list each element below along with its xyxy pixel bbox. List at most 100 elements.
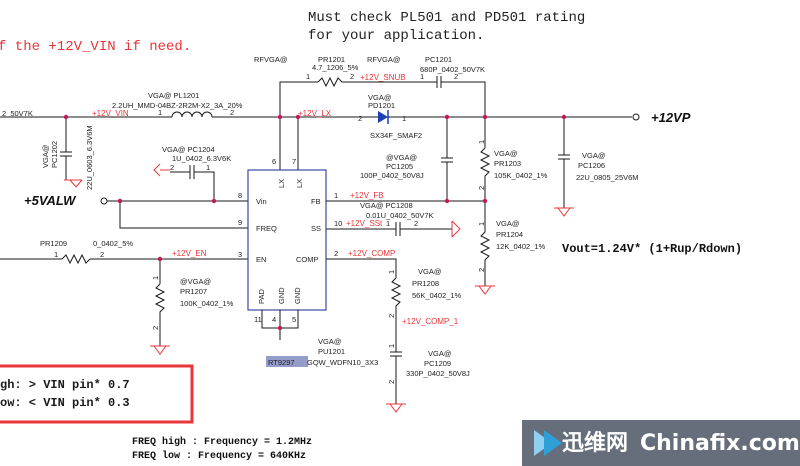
pr1207-symbol — [150, 283, 170, 355]
top-note-line2: for your application. — [308, 28, 484, 44]
watermark-en: Chinafix.com — [640, 431, 800, 456]
pr1204-prefix: VGA@ — [496, 219, 519, 228]
pin-ic-7: 7 — [292, 157, 296, 166]
pl1201-prefix: VGA@ PL1201 — [148, 91, 199, 100]
net-comp: +12V_COMP — [348, 249, 395, 258]
pin-pl1201-1: 1 — [158, 108, 162, 117]
ic-pin-en: EN — [256, 255, 266, 264]
pc1206-symbol — [554, 154, 574, 217]
pin-ic-2-comp: 2 — [334, 249, 338, 258]
ic-pin-pad: PAD — [257, 289, 266, 304]
net-fb: +12V_FB — [350, 191, 384, 200]
pl1201-value: 2.2UH_MMD-04BZ-2R2M-X2_3A_20% — [112, 101, 243, 110]
pu1201-prefix: VGA@ — [318, 337, 341, 346]
pr1209-ref: PR1209 — [40, 239, 67, 248]
pc1204-value: 1U_0402_6.3V6K — [172, 154, 231, 163]
ic-pin-fb: FB — [311, 197, 321, 206]
pc1205-prefix: @VGA@ — [386, 153, 417, 162]
pc1209-value: 330P_0402_50V8J — [406, 369, 470, 378]
pin-pr1201-2: 2 — [350, 72, 354, 81]
pr1201-prefix: RFVGA@ — [254, 55, 287, 64]
pc1202-value: 22U_0603_6.3V6M — [85, 125, 94, 190]
pin-pc1204-2: 2 — [170, 163, 174, 172]
pin-pr1203-1: 1 — [477, 140, 486, 144]
pr1207-value: 100K_0402_1% — [180, 299, 234, 308]
pin-pc1204-1: 1 — [206, 163, 210, 172]
top-rail-drops — [279, 117, 565, 170]
ic-pu1201-body — [247, 169, 327, 311]
ic-pin-vin: Vin — [256, 197, 267, 206]
v12vp-arrow — [632, 113, 640, 121]
pr1208-value: 56K_0402_1% — [412, 291, 462, 300]
freq-low-note: FREQ low : Frequency = 640KHz — [132, 450, 306, 462]
fb-row-wires — [326, 176, 485, 202]
pr1208-prefix: VGA@ — [418, 267, 441, 276]
net-snub: +12V_SNUB — [360, 73, 406, 82]
pc1205-ref: PC1205 — [386, 162, 413, 171]
pr1201-ref: PR1201 — [318, 55, 345, 64]
pin-pr1204-2: 2 — [477, 268, 486, 272]
threshold-low: ow: < VIN pin* 0.3 — [0, 396, 130, 410]
pin-pr1209-1: 1 — [54, 250, 58, 259]
left-partial-value: 2_50V7K — [2, 109, 33, 118]
v12vp-label: +12VP — [651, 110, 691, 125]
pd1201-symbol — [345, 110, 632, 124]
pin-pr1208-1: 1 — [387, 270, 396, 274]
pin-ic-5: 5 — [292, 315, 296, 324]
pd1201-value: SX34F_SMAF2 — [370, 131, 422, 140]
pd1201-prefix: VGA@ — [368, 93, 391, 102]
pc1204-symbol — [153, 163, 215, 201]
pin-pr1208-2: 2 — [387, 314, 396, 318]
pc1206-ref: PC1206 — [578, 161, 605, 170]
pu1201-value-a: RT9297 — [268, 358, 295, 367]
pin-ic-10: 10 — [334, 219, 342, 228]
pu1201-ref: PU1201 — [318, 347, 345, 356]
vout-formula: Vout=1.24V* (1+Rup/Rdown) — [562, 242, 742, 256]
pr1201-value: 4.7_1206_5% — [312, 63, 359, 72]
pr1203-value: 105K_0402_1% — [494, 171, 548, 180]
pin-pd1201-2: 2 — [358, 114, 362, 123]
pin-pr1201-1: 1 — [306, 72, 310, 81]
threshold-high: gh: > VIN pin* 0.7 — [0, 378, 130, 392]
vin-row-wires — [0, 111, 345, 130]
pc1208-prefix: VGA@ PC1208 — [360, 201, 413, 210]
pc1202-symbol — [60, 130, 83, 188]
pc1208-value: 0.01U_0402_50V7K — [366, 211, 434, 220]
pin-pl1201-2: 2 — [230, 108, 234, 117]
pin-pr1209-2: 2 — [100, 250, 104, 259]
pr1208-symbol — [390, 277, 402, 352]
pr1209-value: 0_0402_5% — [93, 239, 133, 248]
snubber-wires — [279, 76, 486, 117]
pd1201-ref: PD1201 — [368, 101, 395, 110]
pc1208-symbol — [326, 220, 461, 238]
pin-pc1208-2: 2 — [414, 219, 418, 228]
pc1201-value: 680P_0402_50V7K — [420, 65, 485, 74]
pin-pr1207-2: 2 — [151, 326, 160, 330]
pc1209-prefix: VGA@ — [428, 349, 451, 358]
pr1207-prefix: @VGA@ — [180, 277, 211, 286]
pr1204-ref: PR1204 — [496, 230, 523, 239]
pin-pc1209-2: 2 — [387, 380, 396, 384]
pin-ic-8: 8 — [238, 191, 242, 200]
pr1208-ref: PR1208 — [412, 279, 439, 288]
v5valw-wires — [100, 197, 248, 229]
pr1207-ref: PR1207 — [180, 287, 207, 296]
pc1201-ref: PC1201 — [425, 55, 452, 64]
freq-high-note: FREQ high : Frequency = 1.2MHz — [132, 436, 312, 448]
net-en: +12V_EN — [172, 249, 207, 258]
pc1206-value: 22U_0805_25V6M — [576, 173, 639, 182]
pin-ic-3: 3 — [238, 250, 242, 259]
comp-row-wires — [326, 258, 397, 278]
net-comp1: +12V_COMP_1 — [402, 317, 459, 326]
ic-pin-comp: COMP — [296, 255, 319, 264]
pin-pc1201-2: 2 — [454, 72, 458, 81]
pc1209-symbol — [386, 351, 406, 413]
pin-pr1207-1: 1 — [151, 276, 160, 280]
pc1202-ref: PC1202 — [50, 141, 59, 168]
en-row-wires — [0, 253, 248, 284]
pin-ic-1-fb: 1 — [334, 191, 338, 200]
ic-pin-gnd-b: GND — [293, 287, 302, 304]
ic-pin-lx-a: LX — [277, 179, 286, 188]
v5valw-label: +5VALW — [24, 193, 77, 208]
